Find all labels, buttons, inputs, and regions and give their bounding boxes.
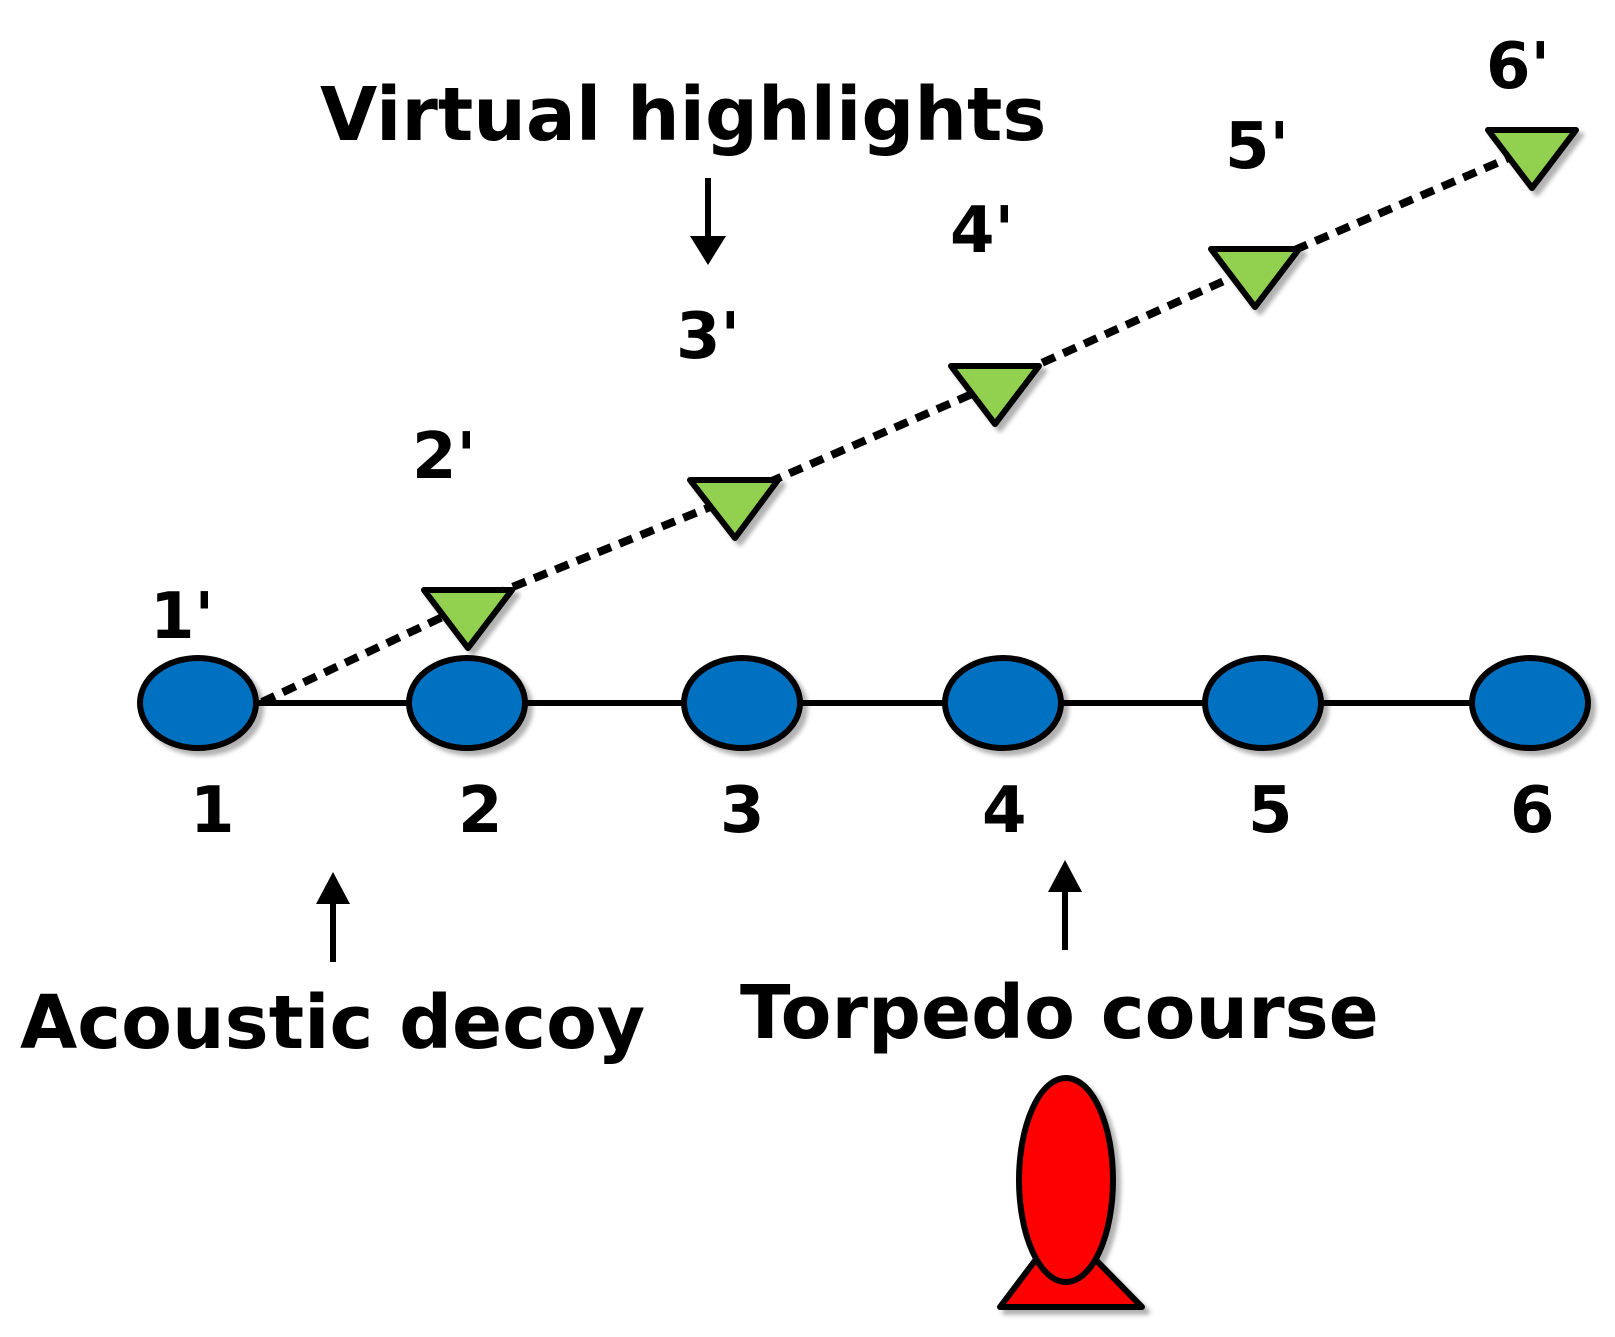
- decoy-node: [1469, 655, 1591, 751]
- virtual-label: 2': [412, 420, 476, 494]
- virtual-label: 5': [1225, 110, 1289, 184]
- highlight-triangle: [687, 477, 781, 541]
- highlight-triangle: [1208, 246, 1302, 310]
- virtual-label: 6': [1486, 30, 1550, 104]
- decoy-node: [681, 655, 803, 751]
- highlight-triangle: [421, 587, 515, 651]
- decoy-node: [942, 655, 1064, 751]
- node-label: 3: [720, 774, 765, 848]
- highlight-triangle: [1485, 127, 1579, 191]
- decoy-node: [137, 655, 259, 751]
- virtual-label: 1': [150, 580, 214, 654]
- torpedo-course-label: Torpedo course: [740, 970, 1379, 1056]
- decoy-node: [1202, 655, 1324, 751]
- node-label: 6: [1510, 774, 1555, 848]
- virtual-label: 4': [950, 194, 1014, 268]
- acoustic-decoy-arrow: [316, 872, 350, 962]
- node-label: 5: [1248, 774, 1293, 848]
- virtual-highlights-arrow: [690, 178, 726, 265]
- torpedo-course-arrow: [1048, 860, 1082, 950]
- decoy-node: [406, 655, 528, 751]
- node-label: 2: [458, 774, 503, 848]
- acoustic-decoy-label: Acoustic decoy: [20, 980, 645, 1066]
- highlight-triangle: [948, 363, 1042, 427]
- virtual-label: 3': [676, 300, 740, 374]
- torpedo-icon: [997, 1075, 1145, 1310]
- node-label: 1: [190, 774, 235, 848]
- node-label: 4: [982, 774, 1027, 848]
- virtual-highlights-label: Virtual highlights: [320, 72, 1046, 158]
